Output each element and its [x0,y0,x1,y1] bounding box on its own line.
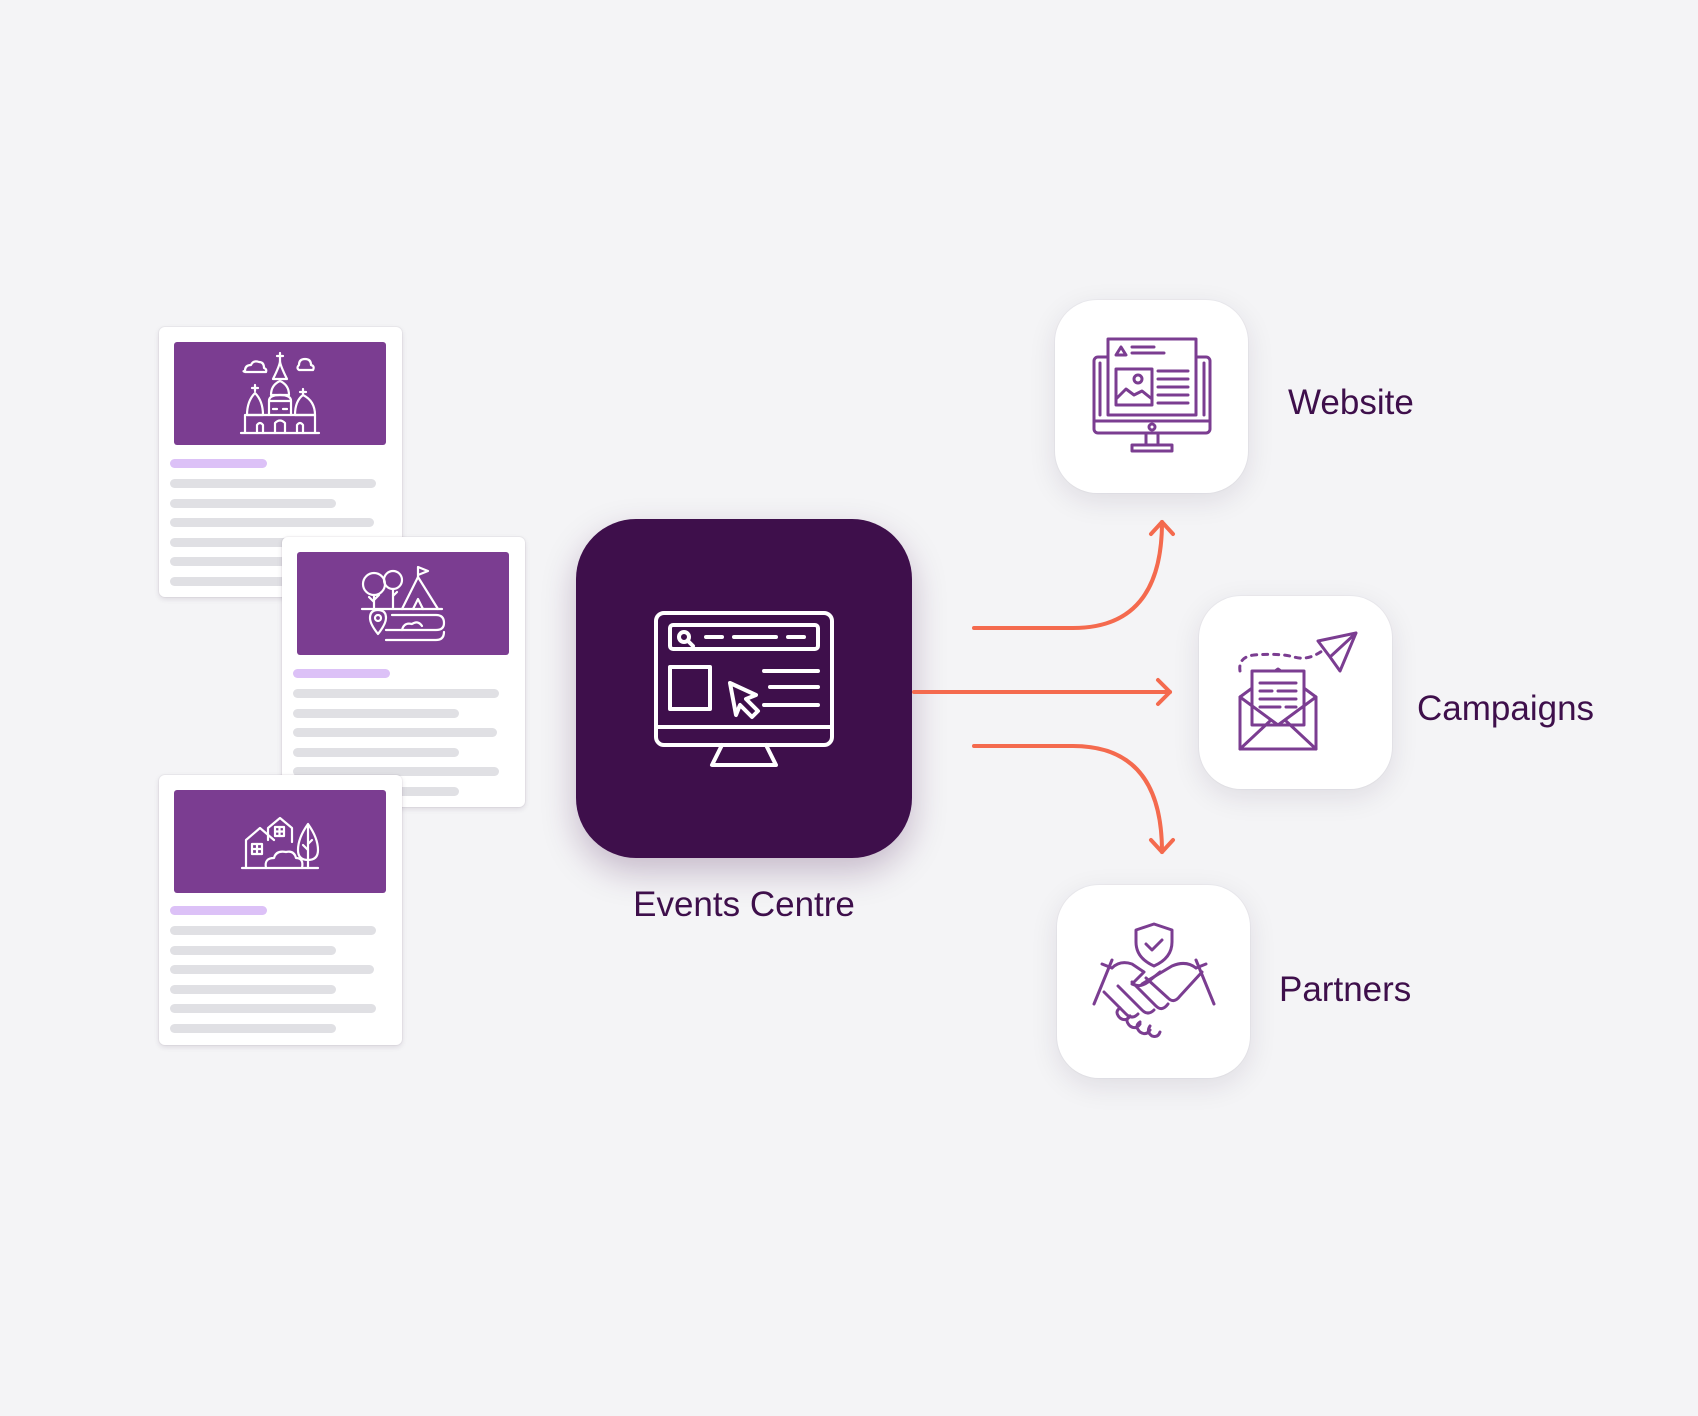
cathedral-landmark-icon [239,351,321,434]
handshake-shield-icon [1092,922,1215,1038]
park-map-icon [360,565,446,641]
arrow-to-partners [972,744,1164,854]
card-banner [297,552,509,655]
event-card-park [282,537,525,807]
output-label-partners: Partners [1279,970,1412,1009]
email-campaign-icon [1237,631,1357,750]
output-label-website: Website [1288,383,1414,422]
website-monitor-icon [1092,337,1211,452]
partners-tile [1057,885,1250,1078]
houses-trees-icon [240,816,320,869]
event-card-landmark [159,327,402,597]
website-tile [1055,300,1248,493]
card-banner [174,342,386,445]
monitor-browser-icon [654,610,834,767]
card-banner [174,790,386,893]
events-centre-hub [576,519,912,858]
event-card-houses [159,775,402,1045]
campaigns-tile [1199,596,1392,789]
hub-label: Events Centre [633,885,855,924]
arrow-to-website [972,520,1164,630]
output-label-campaigns: Campaigns [1417,689,1595,728]
